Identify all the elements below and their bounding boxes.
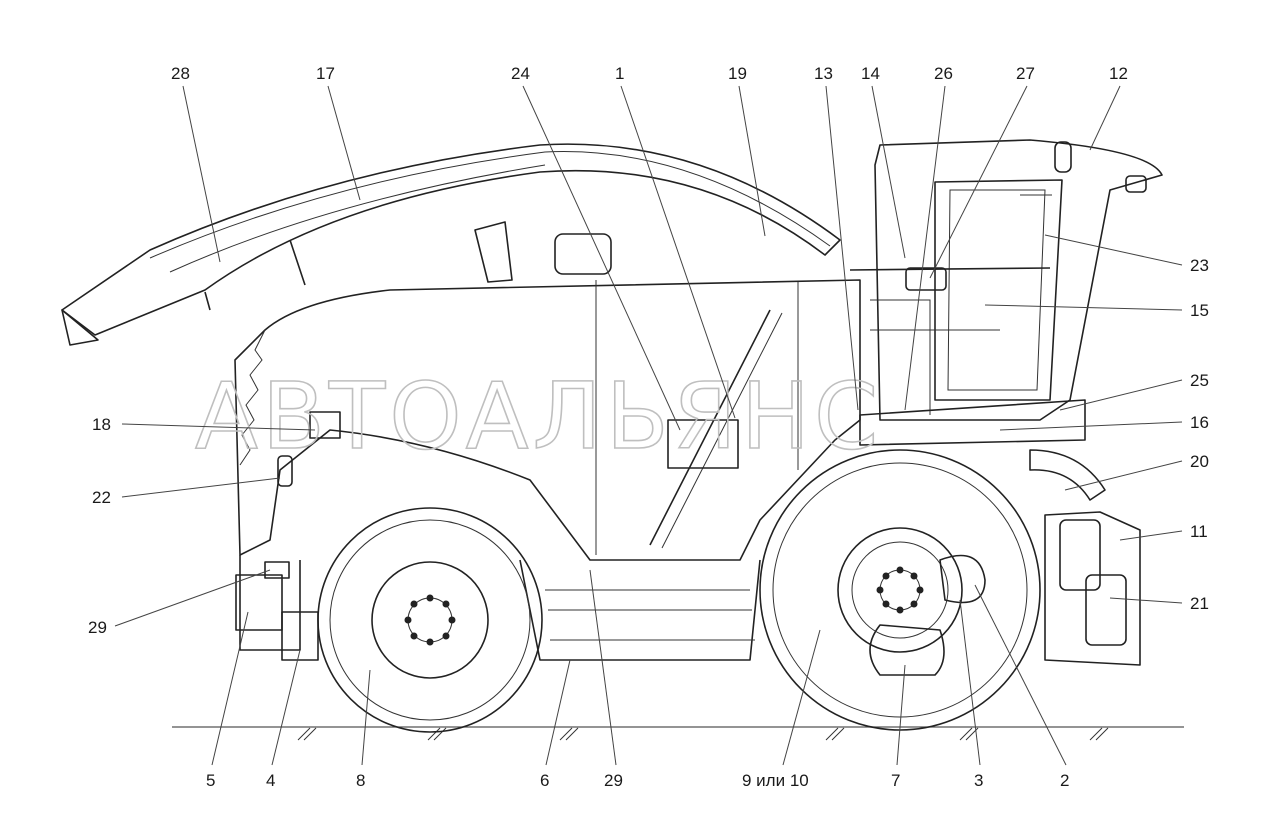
ground-line xyxy=(172,726,1184,741)
discharge-spout xyxy=(61,143,841,346)
callout-26: 26 xyxy=(934,64,953,83)
callout-20: 20 xyxy=(1190,452,1209,471)
callout-24: 24 xyxy=(511,64,530,83)
callout-7: 7 xyxy=(891,771,900,790)
callout-8: 8 xyxy=(356,771,365,790)
machine-body xyxy=(234,221,861,661)
callout-14: 14 xyxy=(861,64,880,83)
callout-29-bottom: 29 xyxy=(604,771,623,790)
callout-19: 19 xyxy=(728,64,747,83)
rear-hitch xyxy=(235,561,319,661)
callout-18: 18 xyxy=(92,415,111,434)
callout-15: 15 xyxy=(1190,301,1209,320)
callout-16: 16 xyxy=(1190,413,1209,432)
callout-25: 25 xyxy=(1190,371,1209,390)
front-wheel xyxy=(759,449,1041,731)
callout-1: 1 xyxy=(615,64,624,83)
callout-11: 11 xyxy=(1190,522,1208,541)
callout-23: 23 xyxy=(1190,256,1209,275)
callout-labels: 28 17 24 1 19 13 14 26 27 12 23 15 25 16… xyxy=(88,64,1209,790)
callout-27: 27 xyxy=(1016,64,1035,83)
callout-9-10: 9 или 10 xyxy=(742,771,809,790)
callout-21: 21 xyxy=(1190,594,1209,613)
callout-17: 17 xyxy=(316,64,335,83)
callout-28: 28 xyxy=(171,64,190,83)
callout-5: 5 xyxy=(206,771,215,790)
callout-4: 4 xyxy=(266,771,275,790)
front-attachment xyxy=(1029,449,1141,666)
watermark: АВТОАЛЬЯНС xyxy=(195,363,882,470)
callout-2: 2 xyxy=(1060,771,1069,790)
callout-13: 13 xyxy=(814,64,833,83)
rear-wheel xyxy=(317,507,543,733)
operator-cab xyxy=(849,139,1163,446)
leader-lines xyxy=(114,85,1183,766)
callout-6: 6 xyxy=(540,771,549,790)
callout-29-left: 29 xyxy=(88,618,107,637)
callout-22: 22 xyxy=(92,488,111,507)
callout-12: 12 xyxy=(1109,64,1128,83)
callout-3: 3 xyxy=(974,771,983,790)
